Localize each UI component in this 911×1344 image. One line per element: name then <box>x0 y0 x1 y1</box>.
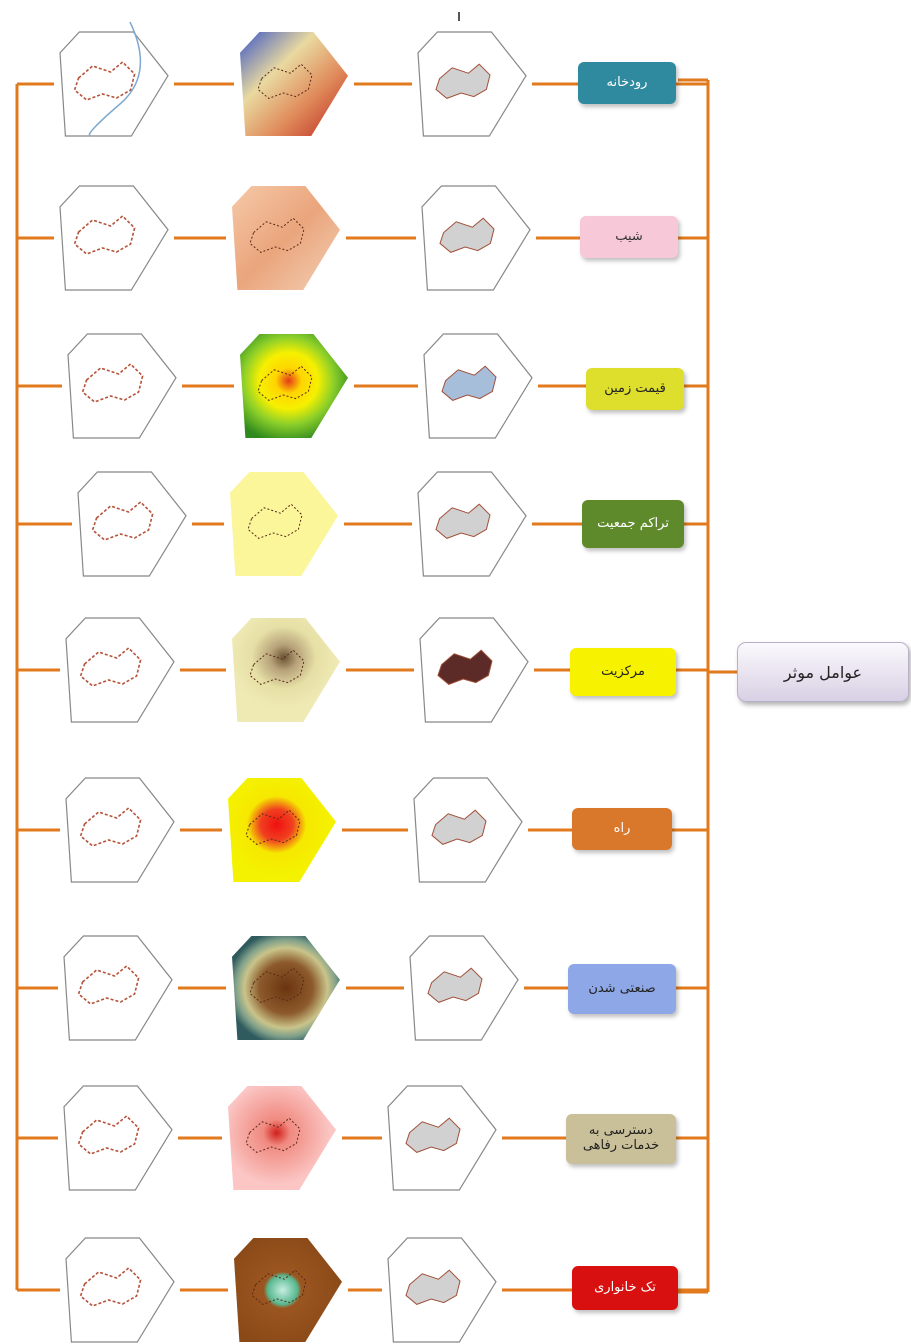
input-map <box>65 617 175 723</box>
classified-area <box>435 63 491 99</box>
input-map <box>63 1085 173 1191</box>
output-map <box>387 1237 497 1343</box>
urban-area-outline <box>79 646 142 687</box>
urban-area-outline <box>247 503 303 539</box>
urban-area-outline <box>77 964 140 1005</box>
urban-area-outline <box>251 1269 307 1305</box>
factor-row <box>17 1237 708 1343</box>
output-map <box>417 471 527 577</box>
raster-map <box>230 472 338 576</box>
factor-row <box>17 777 708 883</box>
output-map <box>413 777 523 883</box>
raster-map <box>240 32 348 136</box>
factor-rows <box>17 21 708 1343</box>
classified-area <box>435 503 491 539</box>
classified-area <box>427 967 483 1003</box>
river-line <box>88 21 142 137</box>
factor-label: شیب <box>580 216 678 258</box>
urban-area-outline <box>79 1266 142 1307</box>
output-map <box>409 935 519 1041</box>
classified-area <box>437 649 493 685</box>
output-map <box>387 1085 497 1191</box>
factor-row <box>17 185 708 291</box>
factor-label: دسترسی به خدمات رفاهی <box>566 1114 676 1164</box>
output-map <box>417 31 527 137</box>
input-map <box>65 1237 175 1343</box>
classified-area <box>441 365 497 401</box>
urban-area-outline <box>249 649 305 685</box>
urban-area-outline <box>249 217 305 253</box>
urban-area-outline <box>249 967 305 1003</box>
right-bus-line <box>678 78 737 1294</box>
raster-map <box>232 936 340 1040</box>
input-map <box>59 185 169 291</box>
factor-label: تک خانواری <box>572 1266 678 1310</box>
raster-map <box>232 186 340 290</box>
urban-area-outline <box>245 1117 301 1153</box>
classified-area <box>431 809 487 845</box>
factor-row <box>17 471 708 577</box>
classified-area <box>439 217 495 253</box>
urban-area-outline <box>73 214 136 255</box>
factor-row <box>17 21 708 137</box>
urban-area-outline <box>245 809 301 845</box>
input-map <box>77 471 187 577</box>
factor-row <box>17 333 708 439</box>
classified-area <box>405 1269 461 1305</box>
factor-label: راه <box>572 808 672 850</box>
urban-area-outline <box>77 1114 140 1155</box>
factor-label: رودخانه <box>578 62 676 104</box>
input-map <box>63 935 173 1041</box>
raster-map <box>228 1086 336 1190</box>
raster-map <box>232 618 340 722</box>
factor-label: صنعتی شدن <box>568 964 676 1014</box>
raster-map <box>228 778 336 882</box>
input-map <box>65 777 175 883</box>
urban-area-outline <box>91 500 154 541</box>
raster-map <box>240 334 348 438</box>
urban-area-outline <box>79 806 142 847</box>
factor-label: تراکم جمعیت <box>582 500 684 548</box>
classified-area <box>405 1117 461 1153</box>
factor-row <box>17 617 708 723</box>
raster-map <box>234 1238 342 1342</box>
urban-area-outline <box>81 362 144 403</box>
factor-label: قیمت زمین <box>586 368 684 410</box>
urban-area-outline <box>73 60 136 101</box>
main-factor-box: عوامل موثر <box>737 642 909 702</box>
input-map <box>67 333 177 439</box>
stray-mark <box>458 12 460 21</box>
factor-row <box>17 1085 708 1191</box>
factor-row <box>17 935 708 1041</box>
output-map <box>421 185 531 291</box>
factor-label: مرکزیت <box>570 648 676 696</box>
urban-area-outline <box>257 365 313 401</box>
output-map <box>423 333 533 439</box>
urban-area-outline <box>257 63 313 99</box>
